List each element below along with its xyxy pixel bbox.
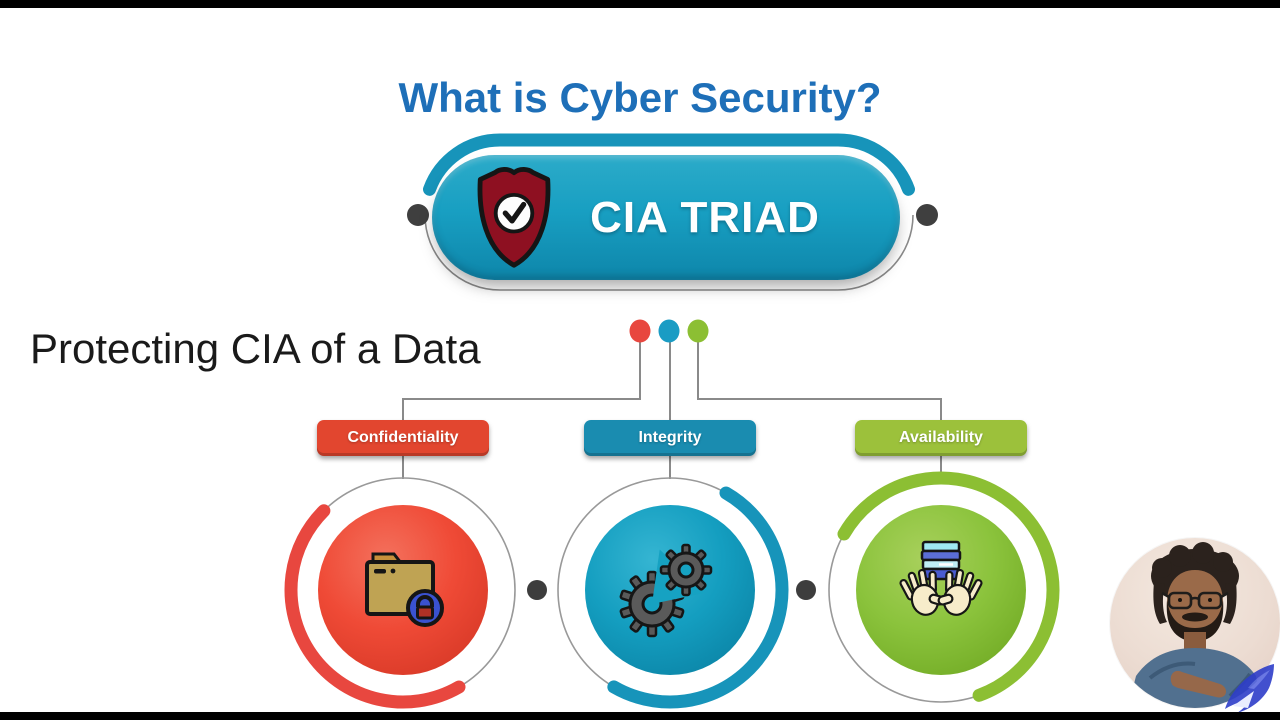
neck <box>1184 632 1206 650</box>
presenter-avatar <box>1128 542 1262 708</box>
letterbox-bottom-bar <box>0 712 1280 720</box>
separator-dot <box>796 580 816 600</box>
legend-dot-red <box>629 319 651 343</box>
ring-right-dot <box>916 204 938 226</box>
connector-availability <box>697 338 942 479</box>
pillar-label-text: Availability <box>899 429 983 446</box>
legend-dot-green <box>687 319 709 343</box>
locked-folder-icon <box>365 552 444 627</box>
thick-arc <box>822 471 1060 709</box>
hands-holding-server-icon <box>899 540 983 616</box>
separator-dot <box>527 580 547 600</box>
ring-bottom-arc <box>424 214 914 291</box>
integrity-circle <box>551 471 789 709</box>
ring-left-dot <box>407 204 429 226</box>
mustache <box>1182 612 1208 622</box>
hand <box>1170 670 1227 698</box>
badge-ring <box>407 133 938 291</box>
gears-icon <box>619 543 713 638</box>
ring-top-arc <box>423 133 915 196</box>
caption-text: Protecting CIA of a Data <box>30 325 481 372</box>
legend-dot-blue <box>658 319 680 343</box>
pillar-label-text: Integrity <box>638 429 702 446</box>
pillar-label-text: Confidentiality <box>347 429 459 446</box>
cia-triad-badge: CIA TRIAD <box>432 155 900 280</box>
glasses <box>1161 591 1229 610</box>
letterbox-top-bar <box>0 0 1280 8</box>
pillar-label-integrity: Integrity <box>584 420 756 456</box>
availability-circle <box>822 471 1060 709</box>
page-title: What is Cyber Security? <box>398 74 882 122</box>
pillar-label-confidentiality: Confidentiality <box>317 420 489 456</box>
wing-logo-icon <box>1225 664 1274 713</box>
beard <box>1166 600 1224 642</box>
pillar-label-availability: Availability <box>855 420 1027 456</box>
confidentiality-circle <box>284 471 522 709</box>
thick-arc <box>551 471 789 709</box>
thick-arc <box>284 471 522 709</box>
face <box>1167 570 1223 636</box>
shield-check-icon <box>477 166 551 268</box>
badge-label: CIA TRIAD <box>590 192 820 242</box>
inner-disc <box>856 505 1026 675</box>
right-hand <box>937 568 983 616</box>
